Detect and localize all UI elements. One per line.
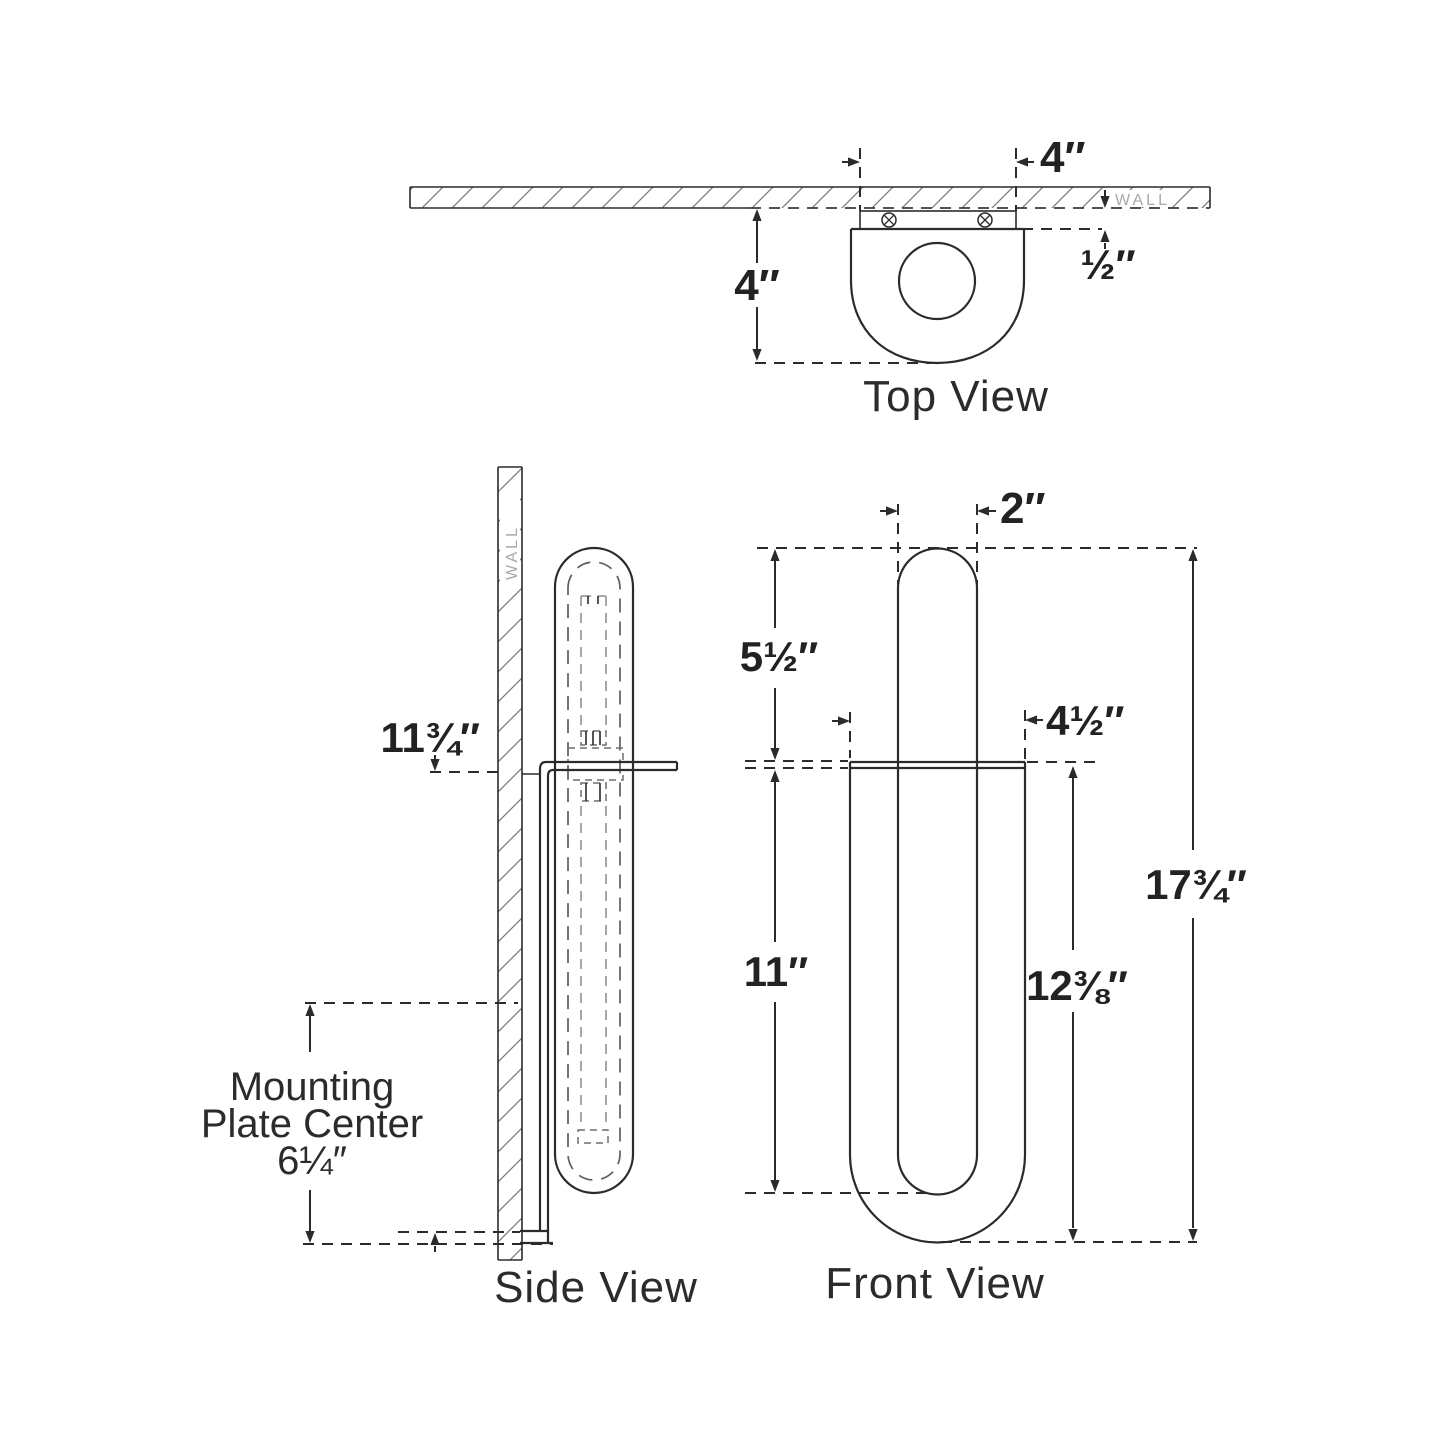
front-view: 2″ 5½″ 4½″ 11″ [740, 484, 1247, 1308]
top-wall-label: WALL [1115, 192, 1170, 209]
side-view: WALL [201, 466, 698, 1312]
dim-label-bracket-width: 4½″ [1046, 697, 1125, 744]
top-view-fixture-body [849, 227, 1026, 365]
dim-top-depth: 4″ [734, 209, 932, 364]
inner-tube [896, 547, 979, 1196]
front-view-fixture [848, 547, 1027, 1244]
dim-front-bracket-width: 4½″ [832, 697, 1125, 759]
side-view-title: Side View [494, 1263, 698, 1312]
top-view: WALL 4″ [409, 133, 1211, 421]
dim-label-arm-height: 11¾″ [380, 714, 480, 761]
mounting-plate-center-line3: 6¼″ [277, 1139, 347, 1183]
dim-side-arm-height: 11¾″ [380, 714, 498, 773]
front-view-title: Front View [825, 1259, 1045, 1308]
dim-front-overall-height: 17¾″ [1145, 549, 1247, 1241]
wall-text-backdrop [500, 490, 520, 582]
dim-label-plate-width: 4″ [1040, 133, 1086, 182]
dim-front-bracket-to-inner-bottom: 11″ [744, 770, 809, 1192]
side-wall-label: WALL [504, 525, 521, 580]
dim-label-top-to-bracket: 5½″ [740, 633, 819, 680]
top-view-wall: WALL [409, 186, 1211, 209]
screw-icon [977, 212, 993, 228]
lamp-internals-dashed [567, 595, 624, 1144]
dim-top-plate-width: 4″ [842, 133, 1086, 211]
dim-label-bracket-to-outer-bottom: 12⅜″ [1026, 962, 1128, 1009]
mounting-plate-center-line2: Plate Center [201, 1102, 423, 1146]
dim-front-bracket-to-outer-bottom: 12⅜″ [1026, 766, 1128, 1241]
dim-label-bracket-to-inner-bottom: 11″ [744, 948, 809, 995]
wall-text-backdrop [1112, 190, 1164, 207]
top-view-mounting-plate [859, 210, 1017, 230]
dim-label-overall-height: 17¾″ [1145, 861, 1247, 908]
dim-mounting-plate-center: Mounting Plate Center 6¼″ [201, 1002, 553, 1252]
side-view-wall: WALL [497, 466, 523, 1261]
dim-top-plate-thickness: ½″ [1022, 190, 1136, 288]
dim-front-top-to-bracket: 5½″ [740, 549, 819, 760]
front-view-bracket [848, 760, 1027, 770]
side-view-fixture [553, 546, 635, 1195]
lamp-opening-circle [897, 241, 977, 321]
ref-line-bracket [745, 760, 1100, 769]
dim-label-tube-width: 2″ [1000, 484, 1046, 533]
screw-icon [881, 212, 897, 228]
side-view-bracket [520, 760, 679, 1245]
top-view-title: Top View [863, 372, 1049, 421]
inner-glass-dashed [567, 561, 621, 1181]
mounting-plate-center-line1: Mounting [230, 1065, 395, 1109]
dim-front-tube-width: 2″ [880, 484, 1046, 585]
outer-tube-loop [848, 768, 1027, 1244]
dim-label-depth: 4″ [734, 261, 780, 310]
dim-label-plate-thickness: ½″ [1080, 241, 1135, 288]
